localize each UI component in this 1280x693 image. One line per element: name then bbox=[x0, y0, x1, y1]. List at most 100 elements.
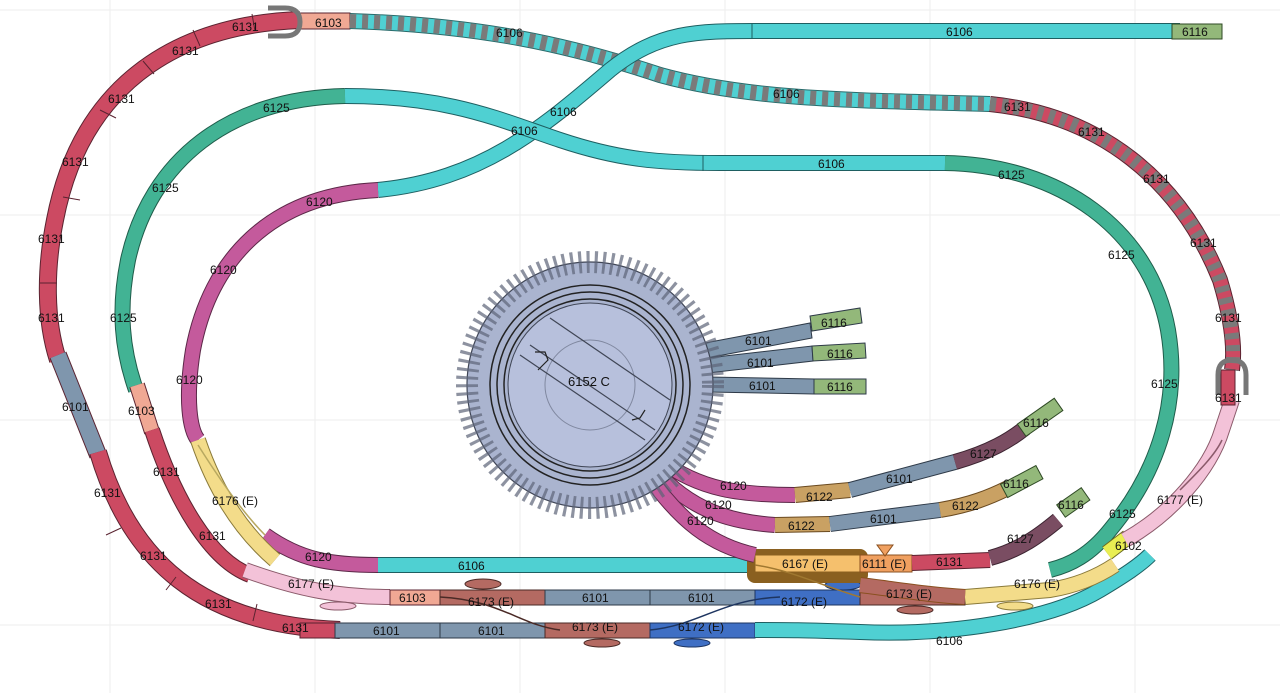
label-6106: 6106 bbox=[550, 105, 577, 119]
label-6173: 6173 (E) bbox=[468, 595, 514, 609]
label-6167: 6167 (E) bbox=[782, 557, 828, 571]
track-6102 bbox=[1102, 531, 1133, 559]
label-6131: 6131 bbox=[38, 311, 65, 325]
label-6101: 6101 bbox=[747, 356, 774, 370]
label-6131: 6131 bbox=[62, 155, 89, 169]
label-6131: 6131 bbox=[936, 555, 963, 569]
label-6106: 6106 bbox=[511, 124, 538, 138]
track-6127-low bbox=[988, 514, 1063, 565]
label-6102: 6102 bbox=[1115, 539, 1142, 553]
label-6106: 6106 bbox=[496, 26, 523, 40]
label-6120: 6120 bbox=[306, 195, 333, 209]
buffer-stop-icon bbox=[268, 5, 303, 39]
label-6176: 6176 (E) bbox=[212, 494, 258, 508]
label-6116: 6116 bbox=[1182, 25, 1208, 39]
label-6176: 6176 (E) bbox=[1014, 577, 1060, 591]
turnout-6177-right bbox=[1121, 397, 1239, 547]
label-6116: 6116 bbox=[1003, 477, 1029, 491]
green-loop-track bbox=[114, 88, 1180, 583]
track-6101-left bbox=[50, 352, 106, 458]
turnout-6176-left[interactable] bbox=[190, 437, 281, 567]
label-6116: 6116 bbox=[1023, 416, 1049, 430]
turnout-6177-left[interactable] bbox=[242, 562, 391, 611]
label-6131: 6131 bbox=[108, 92, 135, 106]
label-6101: 6101 bbox=[582, 591, 609, 605]
label-6120: 6120 bbox=[720, 479, 747, 493]
turntable[interactable] bbox=[456, 251, 724, 519]
label-6122: 6122 bbox=[952, 499, 979, 513]
label-6131: 6131 bbox=[282, 621, 309, 635]
label-6131: 6131 bbox=[199, 529, 226, 543]
label-6173: 6173 (E) bbox=[572, 620, 618, 634]
label-6116: 6116 bbox=[827, 347, 853, 361]
track-6131-rlow bbox=[1220, 369, 1236, 406]
yard-throat[interactable] bbox=[747, 486, 1091, 605]
label-6131: 6131 bbox=[1078, 125, 1105, 139]
bottom-straight-tracks bbox=[299, 549, 1156, 648]
label-6131: 6131 bbox=[172, 44, 199, 58]
label-6125: 6125 bbox=[1109, 507, 1136, 521]
spur-6116-2 bbox=[811, 342, 867, 362]
label-6120: 6120 bbox=[687, 514, 714, 528]
signal-marker-icon bbox=[876, 544, 894, 557]
track-6106-falling bbox=[344, 89, 945, 170]
label-6101: 6101 bbox=[870, 512, 897, 526]
label-6127: 6127 bbox=[1007, 532, 1034, 546]
label-6131: 6131 bbox=[140, 549, 167, 563]
label-6101: 6101 bbox=[745, 334, 772, 348]
label-6125: 6125 bbox=[998, 168, 1025, 182]
buffer-stop-right-icon bbox=[1215, 357, 1249, 395]
label-6131: 6131 bbox=[1215, 311, 1242, 325]
track-6131-mid bbox=[911, 553, 991, 570]
track-6131-outer-top bbox=[39, 12, 301, 363]
label-6131: 6131 bbox=[153, 465, 180, 479]
outer-loop-track bbox=[38, 11, 341, 639]
label-6106: 6106 bbox=[936, 634, 963, 648]
label-6131: 6131 bbox=[38, 232, 65, 246]
label-6106: 6106 bbox=[458, 559, 485, 573]
label-6103: 6103 bbox=[399, 591, 426, 605]
top-buffer-group bbox=[268, 5, 351, 39]
label-6116: 6116 bbox=[821, 316, 847, 330]
track-6103-left bbox=[130, 382, 159, 435]
track-labels: 6103 6131 6131 6131 6131 6131 6131 6101 … bbox=[38, 16, 1242, 648]
label-6106: 6106 bbox=[773, 87, 800, 101]
track-6116-low bbox=[1056, 486, 1091, 518]
label-6125: 6125 bbox=[110, 311, 137, 325]
track-6131-outer-bottom bbox=[90, 449, 341, 638]
label-6101: 6101 bbox=[886, 472, 913, 486]
label-6177: 6177 (E) bbox=[1157, 493, 1203, 507]
label-6125: 6125 bbox=[152, 181, 179, 195]
label-6131: 6131 bbox=[94, 486, 121, 500]
label-6131: 6131 bbox=[1004, 100, 1031, 114]
figure-eight-track bbox=[344, 22, 1223, 198]
label-6131: 6131 bbox=[1215, 391, 1242, 405]
label-6172: 6172 (E) bbox=[678, 620, 724, 634]
track-6120-bottom bbox=[260, 529, 379, 572]
right-turnouts[interactable] bbox=[964, 357, 1249, 611]
turntable-spurs bbox=[456, 251, 1064, 563]
label-turntable: 6152 C bbox=[568, 374, 610, 389]
track-6106-rising bbox=[377, 23, 1180, 197]
label-6120: 6120 bbox=[305, 550, 332, 564]
label-6125: 6125 bbox=[1108, 248, 1135, 262]
label-6173: 6173 (E) bbox=[886, 587, 932, 601]
turnout-6176-right bbox=[964, 559, 1119, 604]
label-6120: 6120 bbox=[210, 263, 237, 277]
magenta-loop-track bbox=[181, 182, 379, 573]
track-6106-lower bbox=[754, 549, 1155, 640]
label-6125: 6125 bbox=[263, 101, 290, 115]
label-6131: 6131 bbox=[1143, 172, 1170, 186]
label-6116: 6116 bbox=[827, 380, 853, 394]
label-6131: 6131 bbox=[205, 597, 232, 611]
label-6106: 6106 bbox=[818, 157, 845, 171]
label-6125: 6125 bbox=[1151, 377, 1178, 391]
label-6106: 6106 bbox=[946, 25, 973, 39]
spur-6116-3 bbox=[813, 378, 867, 395]
spur-6116-1 bbox=[809, 307, 863, 332]
label-6101: 6101 bbox=[62, 400, 89, 414]
track-6125-left bbox=[115, 89, 346, 393]
tunnel-track bbox=[349, 13, 1242, 372]
label-6111: 6111 (E) bbox=[862, 557, 906, 571]
